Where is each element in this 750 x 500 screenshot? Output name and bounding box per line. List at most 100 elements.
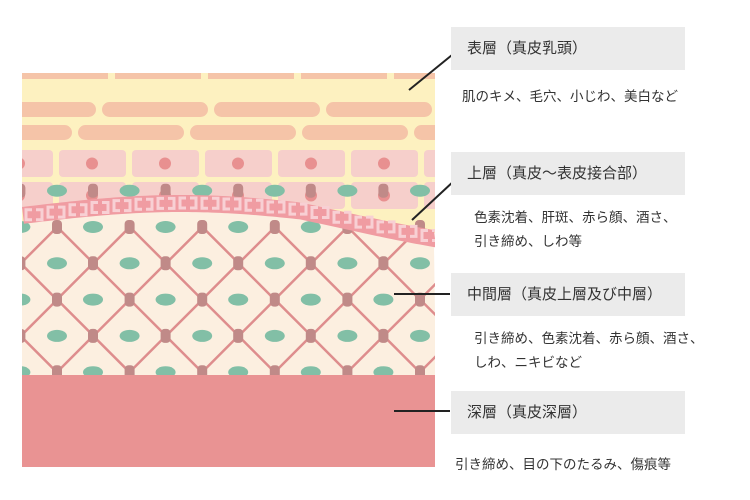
epidermal-cell <box>22 150 53 177</box>
collagen-fiber <box>310 335 349 374</box>
fibroblast <box>192 329 213 342</box>
corneum-cell <box>102 102 208 117</box>
collagen-fiber <box>201 298 240 337</box>
pointer-line-upper <box>411 179 456 221</box>
collagen-fiber <box>201 262 240 301</box>
junction-bracket <box>190 196 198 210</box>
junction-bracket <box>354 215 362 229</box>
collagen-fiber <box>237 262 276 301</box>
junction-bracket <box>288 202 296 216</box>
junction-bracket <box>134 197 142 211</box>
collagen-fiber <box>237 298 276 337</box>
fibroblast <box>410 184 430 197</box>
junction-bracket <box>366 215 374 229</box>
collagen-fiber <box>310 298 349 337</box>
fiber-node <box>342 292 353 307</box>
fibroblast <box>83 293 103 306</box>
corneum-cell <box>190 125 296 140</box>
fiber-node <box>305 256 316 271</box>
collagen-fiber <box>92 226 131 265</box>
collagen-fiber <box>0 372 21 408</box>
cell-nucleus <box>305 157 317 170</box>
corneum-line <box>22 73 108 79</box>
collagen-fiber <box>0 445 21 481</box>
basement-membrane-band <box>22 195 435 248</box>
junction-bracket <box>200 196 208 210</box>
corneum-cell <box>326 102 432 117</box>
collagen-fiber <box>22 298 59 337</box>
fiber-node <box>197 292 208 307</box>
collagen-fiber <box>383 298 422 337</box>
collagen-fiber <box>128 226 167 265</box>
fiber-node <box>88 183 98 198</box>
fiber-node <box>415 292 425 307</box>
junction-bracket <box>36 208 44 222</box>
desc-middle-layer: 引き締め、色素沈着、赤ら顔、酒さ、 しわ、ニキビなど <box>474 331 704 371</box>
collagen-fiber <box>56 335 95 374</box>
fiber-node <box>22 256 26 271</box>
junction-bracket <box>410 224 418 238</box>
desc-deep-layer: 引き締め、目の下のたるみ、傷痕等 <box>455 457 671 473</box>
fiber-node <box>52 292 62 307</box>
junction-bracket <box>310 206 318 220</box>
junction-bracket <box>46 205 54 219</box>
fibroblast <box>119 257 140 270</box>
fiber-node <box>378 256 389 271</box>
fiber-node <box>269 292 280 307</box>
junction-bracket <box>256 198 264 212</box>
collagen-fiber <box>419 355 435 374</box>
fibroblast <box>47 329 67 342</box>
junction-bracket <box>124 199 132 213</box>
collagen-fiber <box>382 335 421 374</box>
junction-bracket <box>222 197 230 211</box>
collagen-fiber <box>128 298 167 337</box>
cell-nucleus <box>86 157 98 170</box>
fibroblast <box>119 329 140 342</box>
junction-bracket <box>112 199 120 213</box>
junction-bracket <box>388 220 396 234</box>
junction-bracket <box>266 200 274 214</box>
junction-bracket <box>278 200 286 214</box>
fibroblast <box>192 184 213 197</box>
fibroblast <box>410 329 430 342</box>
junction-bracket <box>58 205 66 219</box>
fibroblast <box>119 184 140 197</box>
fibroblast <box>337 329 358 342</box>
cell-nucleus <box>378 157 390 170</box>
fibroblast <box>228 221 249 233</box>
fibroblast <box>192 257 213 270</box>
fiber-node <box>197 220 208 234</box>
fiber-node <box>160 256 171 271</box>
fibroblast <box>264 329 285 342</box>
fibroblast <box>155 221 176 233</box>
fiber-node <box>451 256 461 270</box>
fiber-node <box>233 183 244 198</box>
fiber-node <box>451 329 461 343</box>
fiber-node <box>22 183 26 198</box>
label-upper-layer: 上層（真皮〜表皮接合部） <box>451 152 685 195</box>
corneum-line <box>394 73 435 79</box>
fiber-node <box>52 220 62 234</box>
junction-bracket <box>212 196 220 210</box>
fiber-node <box>378 328 389 343</box>
fibroblast <box>264 184 285 197</box>
label-deep-layer: 深層（真皮深層） <box>451 391 685 434</box>
junction-bracket <box>178 196 186 210</box>
fibroblast <box>300 221 321 233</box>
label-surface-layer: 表層（真皮乳頭） <box>451 27 685 70</box>
fiber-node <box>160 183 171 198</box>
collagen-fiber <box>22 335 58 374</box>
collagen-fiber <box>237 226 276 265</box>
fibroblast <box>337 184 358 197</box>
corneum-cell <box>22 125 72 140</box>
fiber-node <box>233 328 244 343</box>
fibroblast <box>22 293 31 306</box>
collagen-fiber <box>165 226 204 265</box>
fiber-node <box>124 220 135 234</box>
collagen-fiber <box>0 227 21 263</box>
collagen-fiber <box>164 262 203 301</box>
collagen-fiber <box>22 226 59 264</box>
fibroblast <box>155 293 176 306</box>
collagen-fiber <box>22 262 58 301</box>
junction-bracket <box>300 202 308 216</box>
